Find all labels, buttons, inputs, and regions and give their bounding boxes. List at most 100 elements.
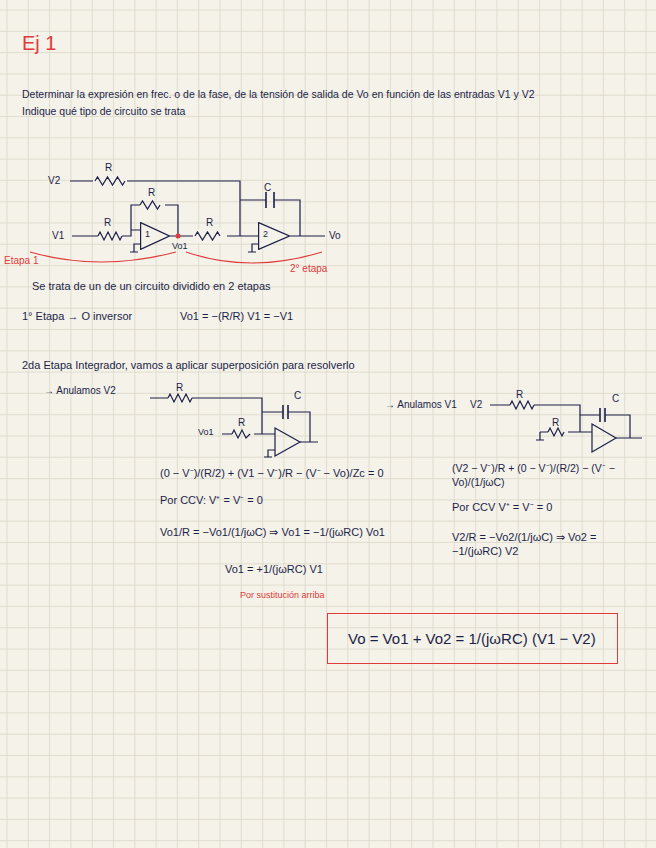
label: 2da Etapa Integrador, vamos a aplicar su… <box>22 358 355 372</box>
grid-line <box>369 0 370 848</box>
label: Vo1 = −(R/R) V1 = −V1 <box>180 309 293 323</box>
grid-line <box>0 436 656 437</box>
opamp-node: 1 <box>140 222 170 250</box>
resistor-symbol <box>168 394 192 402</box>
label: 1° Etapa → O inversor <box>22 309 132 323</box>
wire <box>490 405 592 432</box>
grid-line <box>0 585 656 586</box>
grid-line <box>390 0 391 848</box>
label: R <box>552 416 559 429</box>
label: R <box>104 216 111 229</box>
grid-line <box>0 350 656 351</box>
label: Indique qué tipo de circuito se trata <box>22 105 185 119</box>
grid-line <box>7 0 8 848</box>
label: C <box>264 181 271 194</box>
label: R <box>206 216 213 229</box>
label: C <box>612 392 619 405</box>
grid-line <box>0 691 656 692</box>
grid-line <box>305 0 306 848</box>
label: Por CCV V⁺ = V⁻ = 0 <box>452 500 552 514</box>
grid-line <box>0 649 656 650</box>
grid-line <box>134 0 135 848</box>
grid-line <box>0 606 656 607</box>
label: V2 <box>470 398 482 411</box>
label: Vo <box>329 229 341 242</box>
label: Etapa 1 <box>4 254 38 267</box>
label: Determinar la expresión en frec. o de la… <box>22 88 642 102</box>
grid-line <box>198 0 199 848</box>
opamp-symbol <box>275 428 300 456</box>
grid-line <box>0 265 656 266</box>
grid-line <box>0 329 656 330</box>
opamp-number: 1 <box>145 230 150 239</box>
grid-line <box>0 244 656 245</box>
label: R <box>516 388 523 401</box>
grid-line <box>0 31 656 32</box>
resistor-symbol <box>232 430 250 438</box>
ground <box>248 244 258 252</box>
result-box: Vo = Vo1 + Vo2 = 1/(jωRC) (V1 − V2) <box>327 613 618 664</box>
grid-line <box>475 0 476 848</box>
grid-line <box>347 0 348 848</box>
wire <box>262 412 318 442</box>
stage-bracket <box>30 252 176 262</box>
grid-line <box>0 798 656 799</box>
grid-line <box>454 0 455 848</box>
grid-line <box>411 0 412 848</box>
resistor-symbol <box>548 428 564 436</box>
node-dot <box>176 234 181 239</box>
grid-line <box>496 0 497 848</box>
grid-line <box>156 0 157 848</box>
ground <box>264 450 275 457</box>
capacitor-symbol <box>600 408 605 422</box>
grid-line <box>0 159 656 160</box>
resistor-symbol <box>95 177 125 185</box>
label: Vo1 <box>198 427 214 439</box>
grid-line <box>0 73 656 74</box>
label: Se trata de un de un circuito dividido e… <box>32 279 271 293</box>
grid-line <box>603 0 604 848</box>
grid-line <box>0 372 656 373</box>
grid-line <box>0 755 656 756</box>
grid-line <box>0 223 656 224</box>
label: Vo1/R = −Vo1/(1/jωC) ⇒ Vo1 = −1/(jωRC) V… <box>160 525 440 539</box>
label: R <box>176 381 183 394</box>
grid-line <box>0 840 656 841</box>
grid-line <box>582 0 583 848</box>
opamp-number: 2 <box>263 230 268 239</box>
grid-line <box>0 457 656 458</box>
grid-line <box>0 819 656 820</box>
capacitor-symbol <box>283 405 288 419</box>
grid-line <box>539 0 540 848</box>
grid-line <box>0 201 656 202</box>
grid-line <box>0 137 656 138</box>
grid-line <box>113 0 114 848</box>
grid-line <box>0 563 656 564</box>
resistor-symbol <box>98 232 122 240</box>
grid-line <box>0 734 656 735</box>
grid-line <box>177 0 178 848</box>
grid-line <box>92 0 93 848</box>
result-formula: Vo = Vo1 + Vo2 = 1/(jωRC) (V1 − V2) <box>348 630 597 647</box>
title: Ej 1 <box>22 30 56 56</box>
resistor-symbol <box>510 401 534 409</box>
label: R <box>148 186 155 199</box>
label: V2/R = −Vo2/(1/jωC) ⇒ Vo2 = −1/(jωRC) V2 <box>452 530 647 559</box>
opamp-symbol <box>592 424 616 452</box>
grid-line <box>0 499 656 500</box>
label: R <box>238 416 245 429</box>
grid-line <box>49 0 50 848</box>
resistor-symbol <box>195 232 220 240</box>
label: Vo1 <box>172 241 188 253</box>
grid-line <box>518 0 519 848</box>
wire <box>240 200 325 236</box>
grid-line <box>28 0 29 848</box>
label: (0 − V⁻)/(R/2) + (V1 − V⁻)/R − (V⁻ − Vo)… <box>160 466 440 480</box>
grid-line <box>0 627 656 628</box>
stage-bracket <box>186 252 322 263</box>
grid-line <box>283 0 284 848</box>
grid-line <box>326 0 327 848</box>
opamp-node: 2 <box>258 222 290 250</box>
label: 2° etapa <box>290 262 327 275</box>
wire <box>70 181 240 236</box>
